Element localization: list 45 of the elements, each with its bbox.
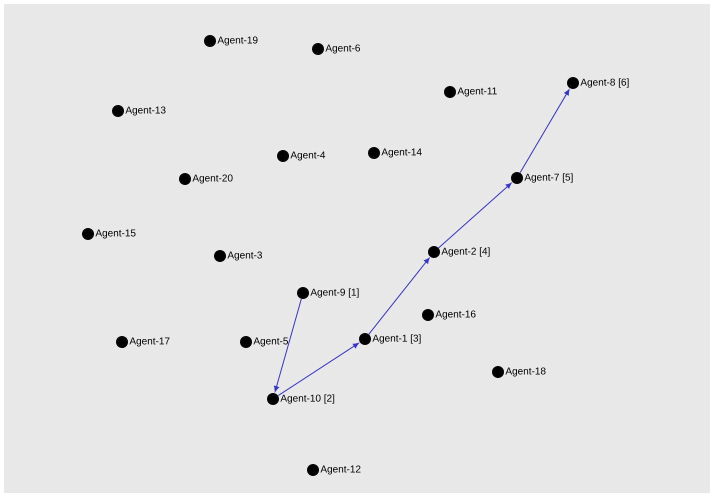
node-label: Agent-15 [95,230,136,238]
node-dot [492,366,504,378]
node-dot [267,393,279,405]
node-label: Agent-17 [129,338,170,346]
node-label: Agent-13 [125,106,166,116]
node-dot [567,77,579,89]
node-dot [307,464,319,476]
arrow [520,89,570,174]
node-dot [214,250,226,262]
node-dot [511,172,523,184]
node-label: Agent-12 [320,465,360,475]
node-dot [112,105,124,117]
node-label: Agent-19 [217,36,258,46]
node-label: Agent-16 [435,310,476,320]
node-label: Agent-14 [381,148,422,158]
node-label: Agent-4 [290,152,326,160]
node-dot [368,147,380,159]
node-dot [297,287,309,299]
node-label: Agent-7 [5] [524,173,573,183]
node-label: Agent-5 [253,338,288,346]
arrow [438,182,512,248]
node-dot [277,150,289,162]
node-dot [116,336,128,348]
arrow [278,342,359,396]
node-dot [444,86,456,98]
arrow [368,258,430,335]
node-label: Agent-9 [1] [310,288,359,298]
node-dot [82,228,94,240]
node-dot [422,309,434,321]
node-label: Agent-1 [3] [372,334,421,344]
node-label: Agent-3 [227,251,262,261]
node-label: Agent-6 [325,44,360,54]
node-dot [428,246,440,258]
node-label: Agent-18 [505,367,546,377]
arrow [274,298,302,392]
node-dot [204,35,216,47]
node-dot [359,333,371,345]
node-label: Agent-11 [457,88,497,96]
node-label: Agent-20 [192,174,233,184]
node-dot [179,173,191,185]
node-label: Agent-10 [2] [280,394,334,404]
node-dot [312,43,324,55]
node-dot [240,336,252,348]
node-label: Agent-2 [4] [441,247,490,257]
node-label: Agent-8 [6] [580,78,629,88]
